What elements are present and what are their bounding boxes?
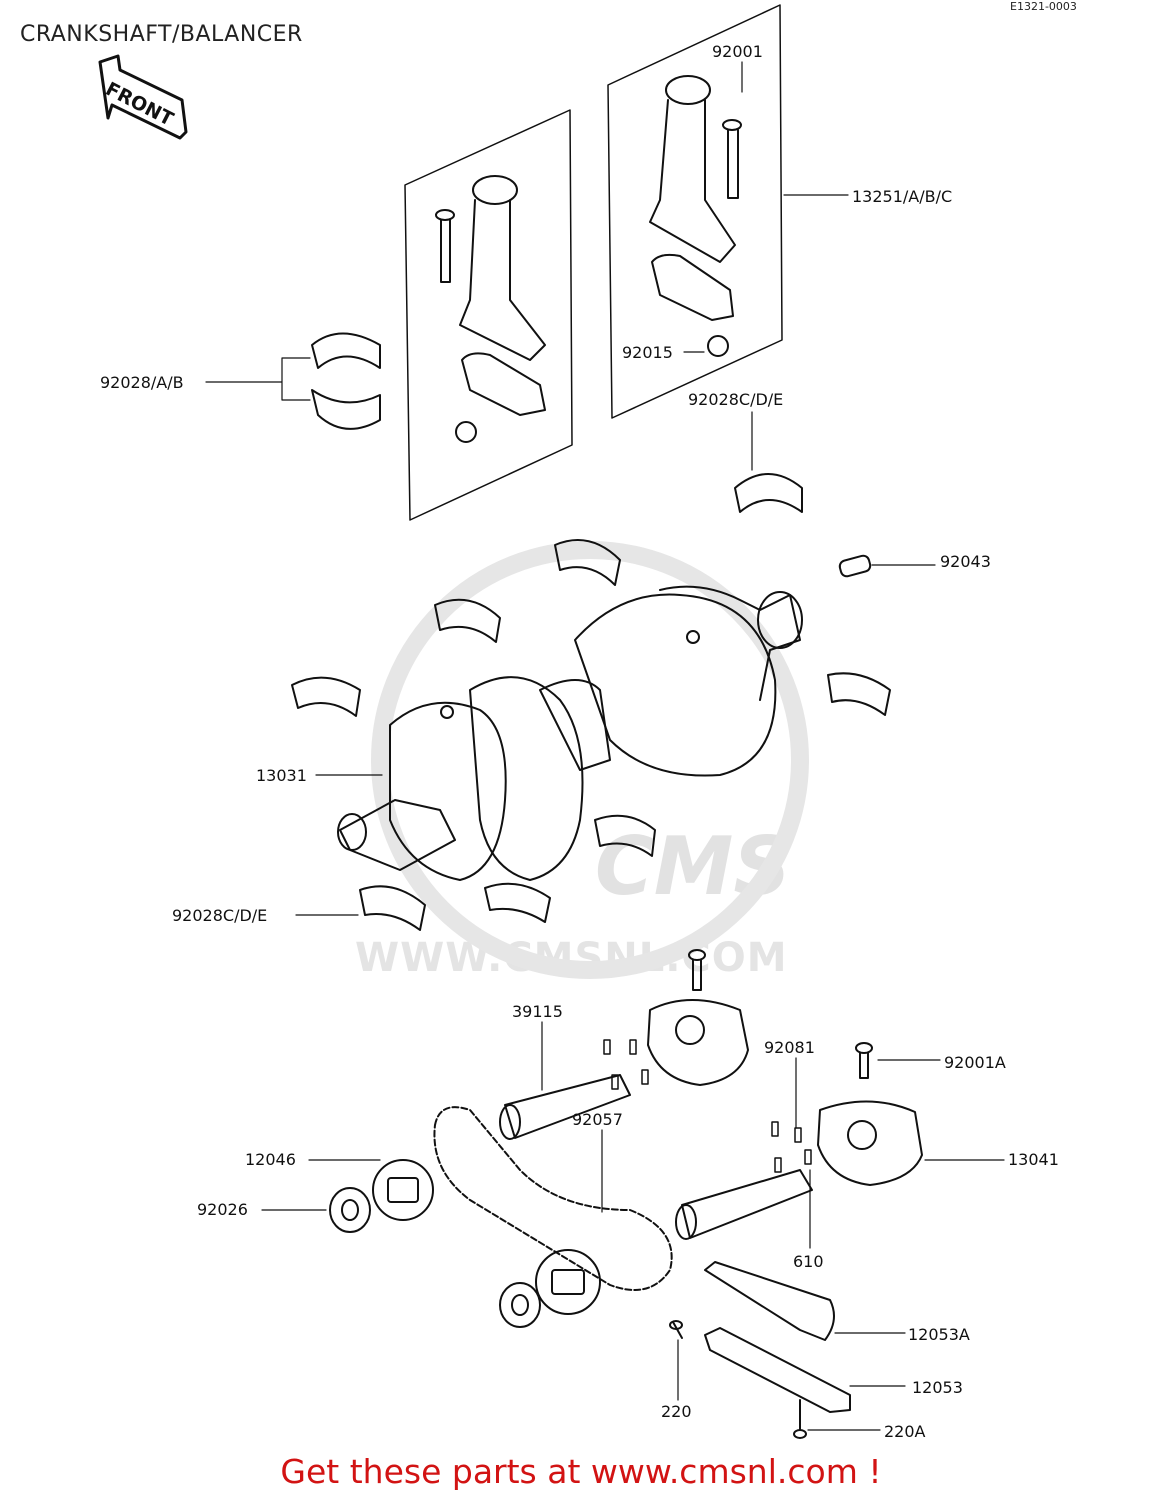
conrod-bearing-shells — [311, 332, 381, 430]
main-bearing-top-right — [734, 473, 803, 513]
main-bearing-shell — [359, 885, 426, 931]
diagram-code: E1321-0003 — [1010, 0, 1077, 13]
callout-12046[interactable]: 12046 — [245, 1150, 296, 1169]
dowel-pin — [838, 554, 872, 578]
callout-610[interactable]: 610 — [793, 1252, 824, 1271]
balancer-chain — [433, 1106, 673, 1291]
crankshaft — [337, 585, 803, 881]
main-bearing-shell — [434, 598, 501, 643]
balancer-shaft-left-end — [499, 1104, 521, 1140]
screw-220 — [669, 1320, 683, 1339]
balancer-weight-lower — [817, 1100, 923, 1186]
conrod-right — [649, 75, 736, 357]
leader-lines — [205, 61, 1005, 1431]
sprocket-lower — [535, 1249, 601, 1315]
page-title: CRANKSHAFT/BALANCER — [20, 22, 303, 47]
conrod-bolt-right — [722, 119, 742, 199]
balancer-shaft-right-end — [675, 1204, 697, 1240]
callout-92028c-bottom[interactable]: 92028C/D/E — [172, 906, 268, 925]
screw-220a — [793, 1399, 807, 1439]
conrod-kit-box-right — [607, 4, 783, 419]
balancer-bolt-92001a — [855, 1042, 873, 1079]
main-bearing-shell — [594, 814, 656, 857]
callout-92015[interactable]: 92015 — [622, 343, 673, 362]
callout-13251[interactable]: 13251/A/B/C — [852, 187, 953, 206]
damper-springs-left — [603, 1039, 649, 1090]
washer-lower — [499, 1282, 541, 1328]
callout-92057[interactable]: 92057 — [572, 1110, 623, 1129]
callout-220a[interactable]: 220A — [884, 1422, 926, 1441]
callout-39115[interactable]: 39115 — [512, 1002, 563, 1021]
callout-92043[interactable]: 92043 — [940, 552, 991, 571]
balancer-shaft-right — [681, 1169, 813, 1239]
main-bearing-shell — [554, 539, 621, 586]
main-bearing-shell — [827, 672, 891, 716]
conrod-bolt-left — [435, 209, 455, 283]
callout-13041[interactable]: 13041 — [1008, 1150, 1059, 1169]
watermark-circle — [371, 541, 809, 979]
balancer-bolt — [688, 949, 706, 991]
balancer-weight-upper — [647, 999, 749, 1086]
callout-13031[interactable]: 13031 — [256, 766, 307, 785]
callout-92001[interactable]: 92001 — [712, 42, 763, 61]
callout-92001a[interactable]: 92001A — [944, 1053, 1006, 1072]
conrod-left — [455, 175, 546, 443]
front-arrow-icon — [98, 54, 188, 140]
footer-link[interactable]: Get these parts at www.cmsnl.com ! — [280, 1452, 882, 1491]
callout-12053a[interactable]: 12053A — [908, 1325, 970, 1344]
callout-92028-a-b[interactable]: 92028/A/B — [100, 373, 184, 392]
callout-220[interactable]: 220 — [661, 1402, 692, 1421]
callout-92026[interactable]: 92026 — [197, 1200, 248, 1219]
chain-tensioner-12053 — [704, 1327, 851, 1413]
main-bearing-shell — [484, 882, 551, 923]
balancer-shaft-left — [504, 1074, 631, 1139]
washer-92026 — [329, 1187, 371, 1233]
main-bearing-shell — [291, 676, 361, 717]
chain-guide-12053a — [704, 1261, 835, 1341]
sprocket-12046 — [372, 1159, 434, 1221]
conrod-kit-box-left — [404, 109, 573, 521]
damper-springs-right — [771, 1121, 812, 1173]
callout-12053[interactable]: 12053 — [912, 1378, 963, 1397]
callout-92081[interactable]: 92081 — [764, 1038, 815, 1057]
callout-92028c-top[interactable]: 92028C/D/E — [688, 390, 784, 409]
